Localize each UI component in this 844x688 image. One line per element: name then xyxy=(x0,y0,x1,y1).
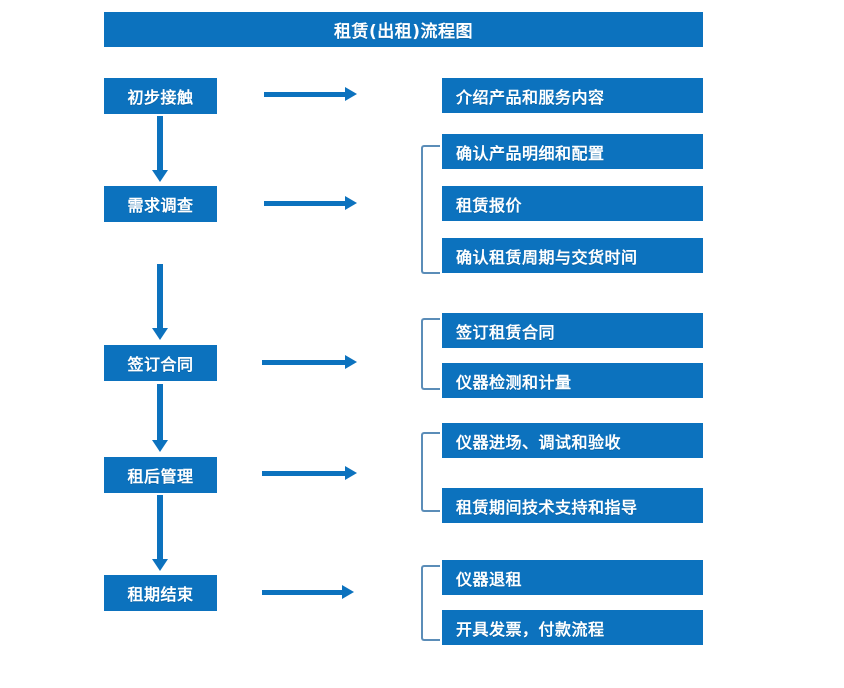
down-arrow-icon-2 xyxy=(152,264,168,340)
right-arrow-icon-3 xyxy=(262,355,357,369)
right-arrow-icon-5 xyxy=(262,585,354,599)
detail-box-1-1[interactable]: 介绍产品和服务内容 xyxy=(442,78,703,113)
right-arrow-icon-2 xyxy=(264,196,357,210)
group-bracket-icon-5 xyxy=(421,565,440,641)
group-bracket-icon-2 xyxy=(421,145,440,274)
stage-box-5[interactable]: 租期结束 xyxy=(104,575,217,611)
detail-box-2-1[interactable]: 确认产品明细和配置 xyxy=(442,134,703,169)
detail-box-3-2[interactable]: 仪器检测和计量 xyxy=(442,363,703,398)
detail-box-2-3[interactable]: 确认租赁周期与交货时间 xyxy=(442,238,703,273)
stage-box-1[interactable]: 初步接触 xyxy=(104,78,217,114)
detail-box-4-1[interactable]: 仪器进场、调试和验收 xyxy=(442,423,703,458)
group-bracket-icon-4 xyxy=(421,432,440,512)
down-arrow-icon-3 xyxy=(152,384,168,452)
detail-box-5-2[interactable]: 开具发票，付款流程 xyxy=(442,610,703,645)
stage-box-3[interactable]: 签订合同 xyxy=(104,345,217,381)
detail-box-4-2[interactable]: 租赁期间技术支持和指导 xyxy=(442,488,703,523)
detail-box-2-2[interactable]: 租赁报价 xyxy=(442,186,703,221)
right-arrow-icon-4 xyxy=(262,466,357,480)
down-arrow-icon-4 xyxy=(152,495,168,571)
group-bracket-icon-3 xyxy=(421,318,440,390)
down-arrow-icon-1 xyxy=(152,116,168,182)
detail-box-3-1[interactable]: 签订租赁合同 xyxy=(442,313,703,348)
detail-box-5-1[interactable]: 仪器退租 xyxy=(442,560,703,595)
stage-box-4[interactable]: 租后管理 xyxy=(104,457,217,493)
stage-box-2[interactable]: 需求调查 xyxy=(104,186,217,222)
right-arrow-icon-1 xyxy=(264,87,357,101)
diagram-title: 租赁(出租)流程图 xyxy=(104,12,703,47)
